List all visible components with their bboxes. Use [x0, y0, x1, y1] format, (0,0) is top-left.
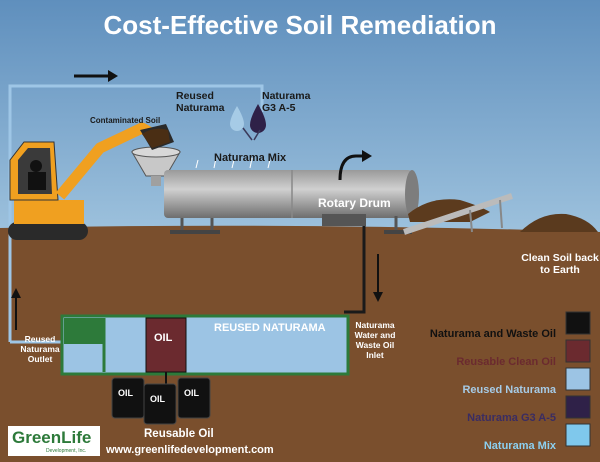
label-barrel-oil-3: OIL: [184, 388, 199, 398]
legend-label-4: Naturama Mix: [483, 440, 556, 452]
filter-mesh: [322, 214, 366, 226]
waste-oil-pipe: [344, 216, 366, 314]
label-tank-oil: OIL: [154, 332, 173, 344]
excavator-body: [14, 200, 84, 224]
droplet-merge-lines: [242, 127, 261, 141]
rotation-arrow-head: [362, 150, 372, 162]
label-outlet: Reused Naturama Outlet: [20, 334, 60, 364]
legend-swatch-3: [565, 395, 591, 419]
logo-name: GreenLife: [12, 428, 92, 447]
excavator-tracks: [8, 222, 88, 240]
label-contaminated-soil: Contaminated Soil: [90, 116, 161, 125]
label-tank-reused-naturama: REUSED NATURAMA: [214, 322, 326, 334]
tank-green-compartment: [64, 318, 104, 344]
page-title: Cost-Effective Soil Remediation: [103, 10, 497, 40]
tank-oil-compartment: [145, 317, 187, 373]
legend-swatch-0: [565, 311, 591, 335]
label-reusable-oil: Reusable Oil: [144, 428, 214, 440]
drum-base-right: [384, 230, 412, 234]
mix-spray: [195, 157, 271, 169]
separation-tank: [60, 314, 350, 376]
label-clean-soil: Clean Soil back to Earth: [521, 252, 599, 276]
oil-barrel-1: [111, 377, 145, 419]
conveyor-legs: [469, 199, 503, 233]
legend-label-3: Naturama G3 A-5: [467, 412, 556, 424]
legend-label-0: Naturama and Waste Oil: [429, 328, 556, 340]
website-url: www.greenlifedevelopment.com: [106, 444, 274, 456]
reused-naturama-droplet: [230, 106, 244, 131]
legend-swatches: [565, 311, 591, 447]
g3-droplet: [250, 104, 266, 133]
hopper-spout: [151, 176, 161, 186]
oil-barrel-3: [177, 377, 211, 419]
label-naturama-g3: Naturama G3 A-5: [262, 90, 311, 114]
logo-background: [8, 426, 100, 456]
label-naturama-mix: Naturama Mix: [214, 152, 287, 164]
conveyor: [403, 193, 513, 235]
legend-label-1: Reusable Clean Oil: [456, 356, 556, 368]
operator-body: [28, 172, 46, 190]
legend-swatch-4: [565, 423, 591, 447]
flow-arrow-up-head: [11, 288, 21, 298]
label-rotary-drum: Rotary Drum: [318, 196, 391, 210]
reused-naturama-pipe: [8, 84, 264, 342]
flow-arrow-top-head: [108, 70, 118, 82]
excavator: [8, 122, 174, 240]
label-inlet: Naturama Water and Waste Oil Inlet: [354, 320, 396, 360]
oil-barrel-2: [143, 383, 177, 425]
legend-swatch-2: [565, 367, 591, 391]
bucket-soil: [142, 128, 170, 148]
treated-soil-pile: [408, 199, 490, 222]
rotation-arrow: [338, 154, 364, 181]
flow-arrow-down-head: [373, 292, 383, 302]
label-barrel-oil-1: OIL: [118, 388, 133, 398]
clean-soil-pile: [520, 213, 598, 232]
label-reused-naturama: Reused Naturama: [176, 90, 225, 114]
drum-legs: [180, 216, 398, 232]
rotary-drum: [164, 170, 412, 218]
drum-base-left: [170, 230, 220, 234]
legend-label-2: Reused Naturama: [462, 384, 556, 396]
operator-head: [30, 160, 42, 172]
label-barrel-oil-2: OIL: [150, 394, 165, 404]
drum-end: [405, 170, 419, 218]
legend-swatch-1: [565, 339, 591, 363]
logo-sub: Development, Inc.: [46, 448, 87, 454]
